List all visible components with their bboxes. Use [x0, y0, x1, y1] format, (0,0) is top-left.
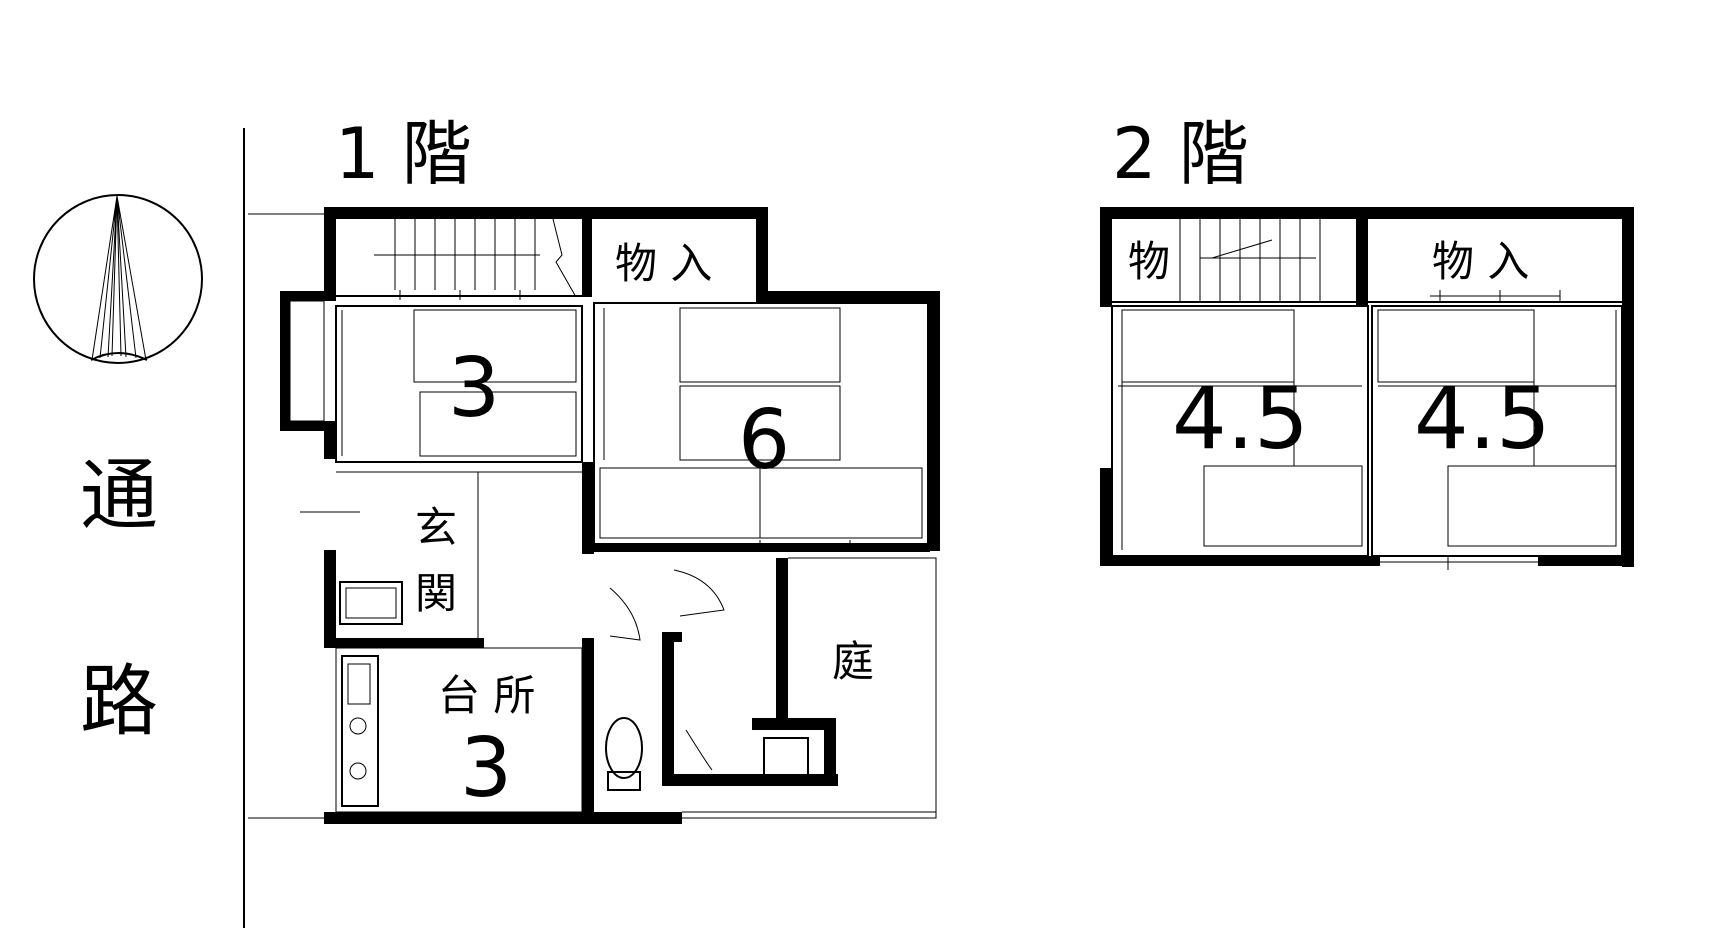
floor2-room-east-size: 4.5 [1414, 369, 1551, 469]
toilet-icon [605, 587, 643, 791]
entrance [300, 471, 582, 638]
staircase [336, 218, 582, 298]
floor2-room-west-size: 4.5 [1172, 369, 1309, 469]
tatami-room-4-5-east [1371, 305, 1623, 557]
floor1-storage-label: 物 入 [615, 239, 712, 288]
road-label-bottom: 路 [80, 657, 158, 747]
floor1-kitchen-label: 台 所 [438, 671, 535, 720]
floor1-entrance-label-1: 玄 [415, 503, 457, 552]
kitchen [335, 647, 583, 813]
floor2-closet-right-label: 物 入 [1432, 237, 1529, 286]
tatami-room-4-5-west [1111, 305, 1369, 557]
floor1-plan: 物 入 3 6 玄 関 台 所 3 庭 [248, 207, 940, 824]
tatami-room-6 [593, 302, 929, 545]
road-label-top: 通 [80, 451, 158, 541]
floor1-kitchen-size: 3 [460, 721, 512, 816]
north-arrow-icon [33, 194, 203, 364]
floor1-room3-size: 3 [448, 341, 500, 436]
floor1-room6-size: 6 [738, 393, 790, 488]
floor1-entrance-label-2: 関 [415, 569, 457, 618]
tatami-room-3 [335, 305, 583, 463]
floor1-title: 1 階 [335, 113, 472, 195]
garden [682, 557, 937, 819]
floor2-title: 2 階 [1112, 113, 1249, 195]
floor2-closet-left-label: 物 [1128, 237, 1170, 286]
floor1-garden-label: 庭 [832, 637, 874, 686]
floor2-plan: 物 物 入 4.5 4.5 [1100, 207, 1634, 570]
